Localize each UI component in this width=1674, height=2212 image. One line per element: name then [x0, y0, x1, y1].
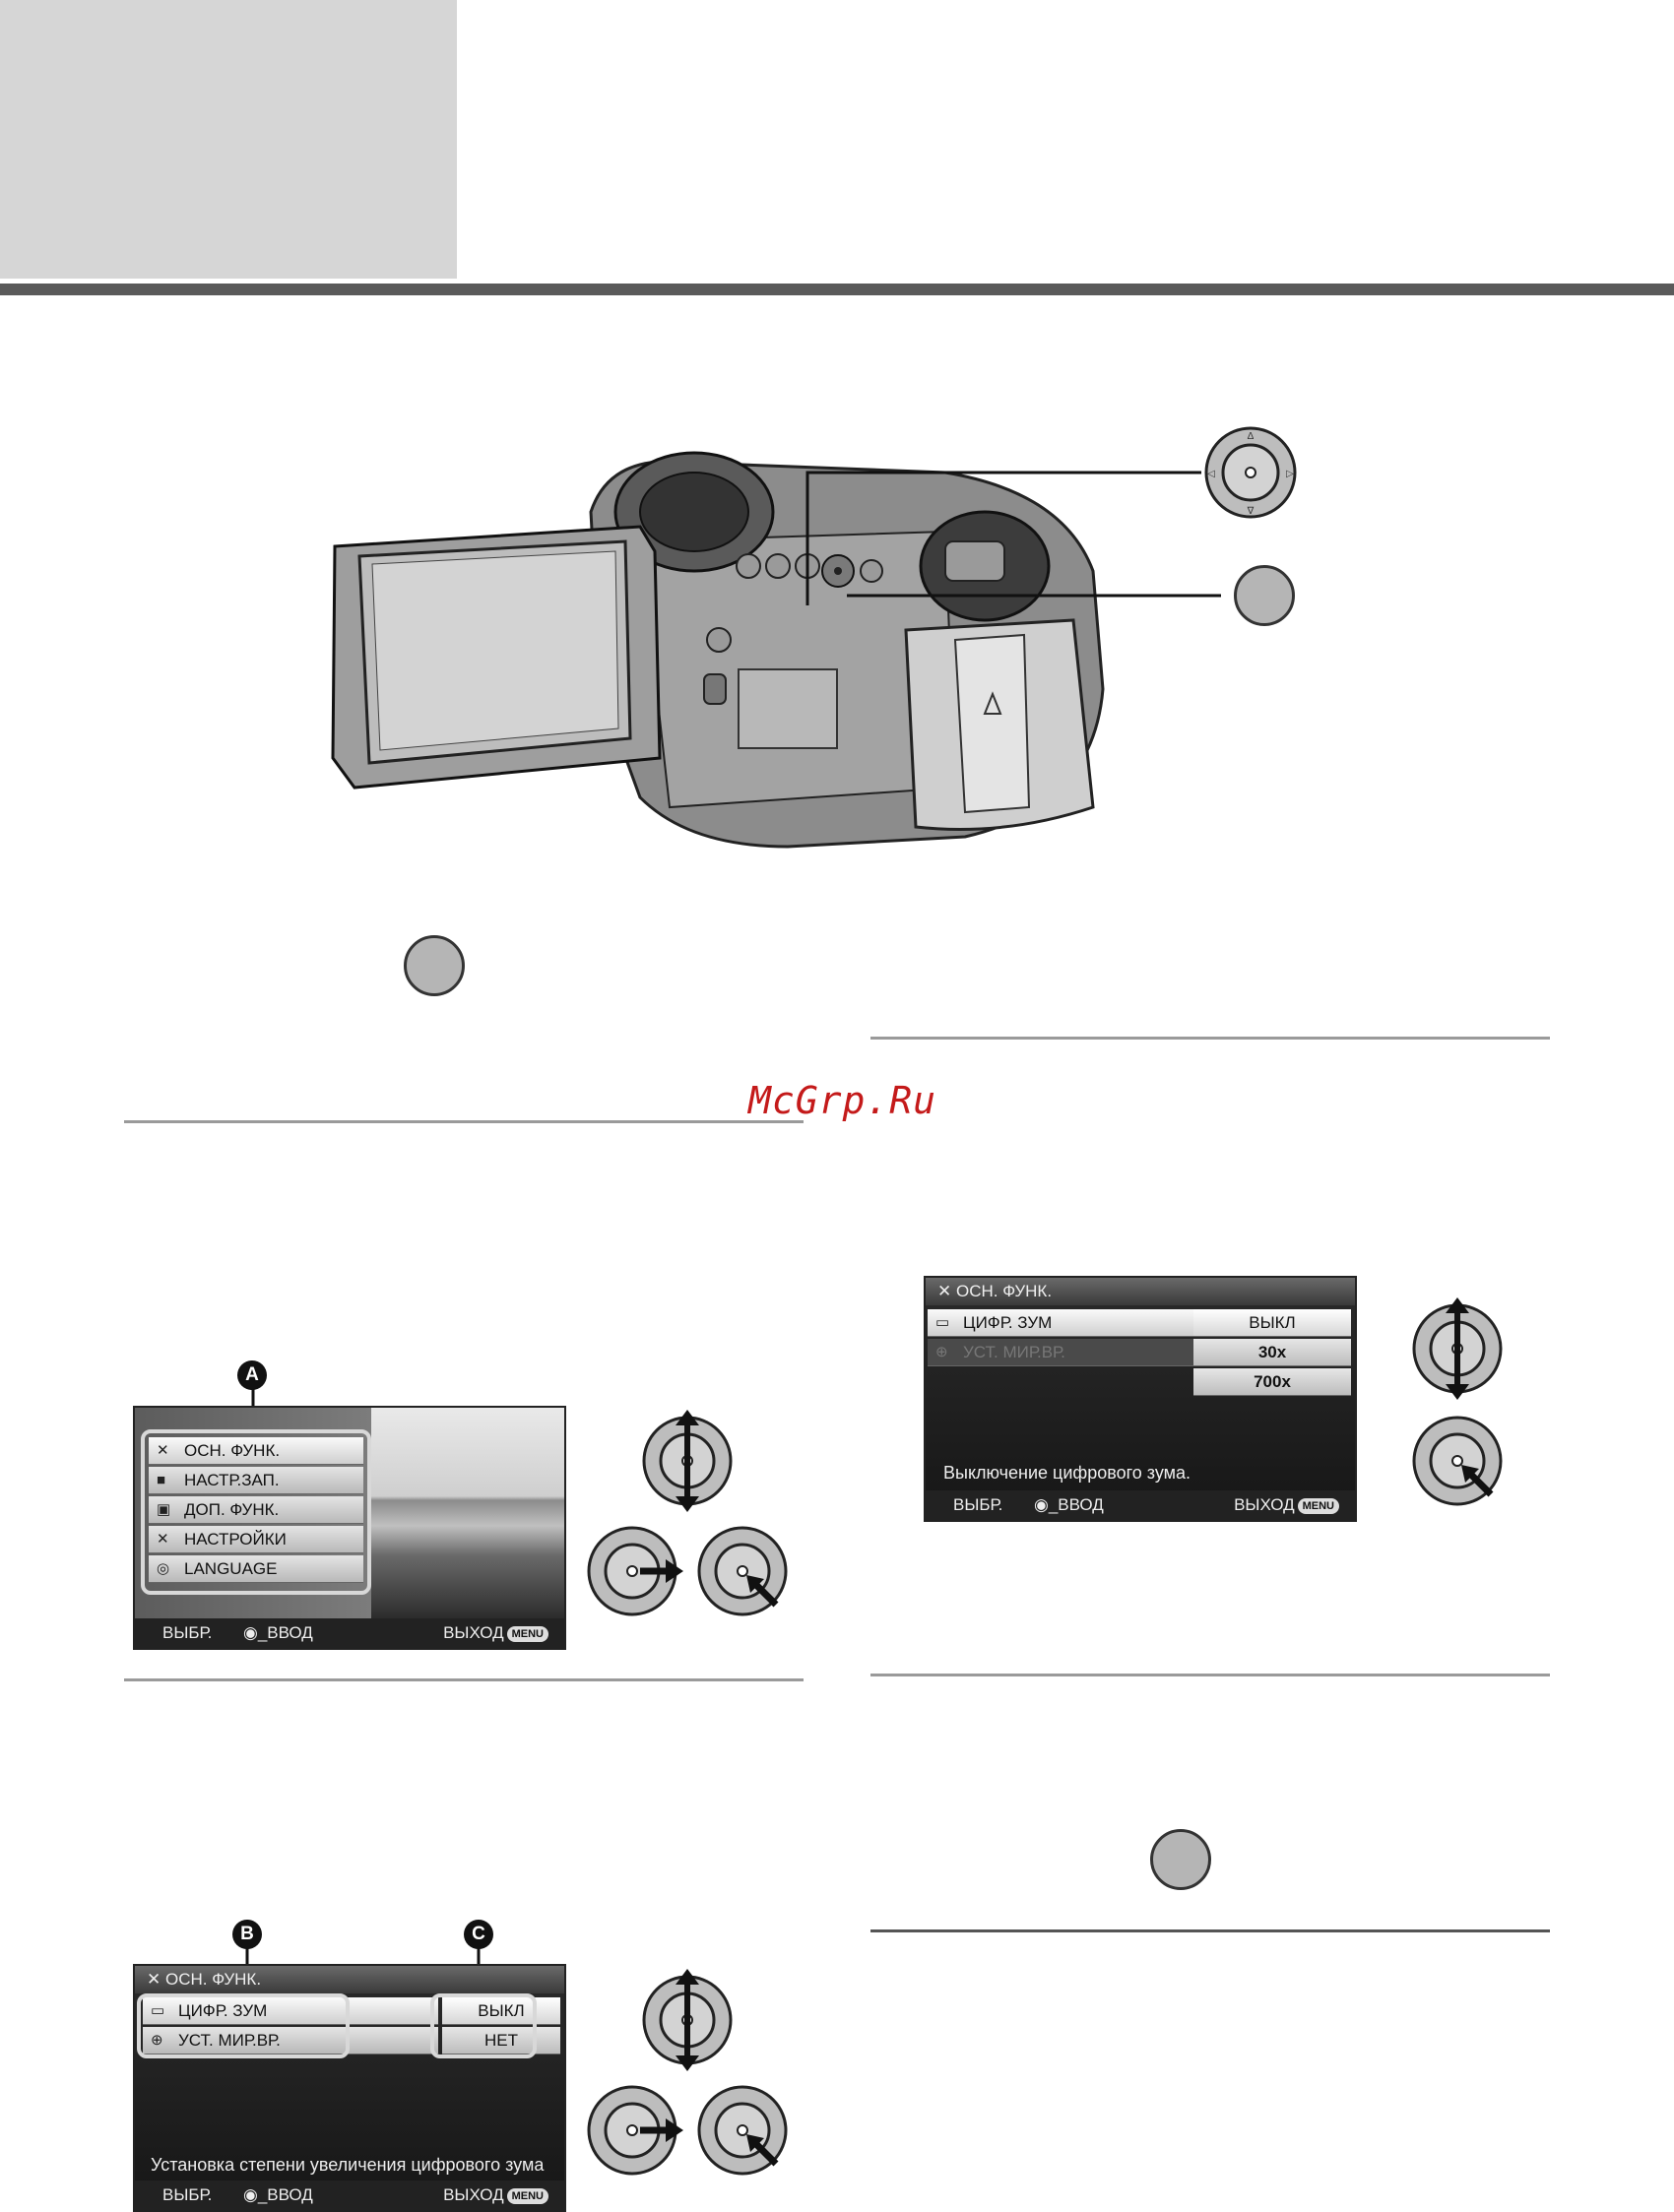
chapter-tab-block — [0, 0, 457, 279]
item-description: Выключение цифрового зума. — [943, 1463, 1191, 1483]
joystick-right-icon — [587, 1526, 683, 1616]
value-highlight-frame — [430, 1993, 537, 2058]
camcorder-illustration — [331, 451, 1105, 849]
digital-zoom-icon: ▭ — [151, 2002, 165, 2019]
enter-label: ◉_ВВОД — [1034, 1495, 1104, 1514]
menu-key-icon: MENU — [1297, 1497, 1339, 1514]
callout-badge-c: C — [464, 1920, 493, 1949]
item-highlight-frame — [137, 1993, 350, 2058]
joystick-up-down-icon — [1412, 1297, 1503, 1400]
world-time-icon: ⊕ — [935, 1344, 948, 1360]
wrench-icon: ✕ — [937, 1282, 956, 1300]
menu-key-icon: MENU — [506, 1625, 548, 1642]
section-rule — [124, 1120, 804, 1123]
digital-zoom-icon: ▭ — [935, 1314, 950, 1331]
camera-icon: ■ — [157, 1472, 166, 1488]
tools-icon: ✕ — [157, 1531, 169, 1548]
enter-label: ◉_ВВОД — [243, 1623, 313, 1642]
film-icon: ▣ — [157, 1501, 171, 1518]
wrench-icon: ✕ — [157, 1442, 169, 1459]
menu-button-icon — [1150, 1829, 1211, 1890]
world-time-icon: ⊕ — [151, 2032, 163, 2049]
lcd-screen-top-menu: ✕ОСН. ФУНК. ■НАСТР.ЗАП. ▣ДОП. ФУНК. ✕НАС… — [133, 1406, 566, 1650]
scenery-photo — [371, 1408, 564, 1618]
menu-highlight-frame — [141, 1429, 371, 1595]
zoom-option-off[interactable]: ВЫКЛ — [1193, 1309, 1351, 1337]
joystick-press-icon — [697, 1526, 788, 1616]
joystick-press-icon — [1412, 1416, 1503, 1506]
menu-item-digital-zoom[interactable]: ▭ЦИФР. ЗУМ — [928, 1309, 1213, 1337]
svg-text:◁: ◁ — [1207, 469, 1215, 479]
joystick-up-down-icon — [642, 1410, 733, 1512]
callout-lines — [805, 471, 1221, 605]
zoom-option-700x[interactable]: 700x — [1193, 1368, 1351, 1396]
value-digital-zoom: ВЫКЛ — [442, 1997, 560, 2025]
section-rule — [870, 1037, 1550, 1040]
menu-item-advanced[interactable]: ▣ДОП. ФУНК. — [149, 1496, 363, 1524]
menu-item-basic[interactable]: ✕ОСН. ФУНК. — [149, 1437, 363, 1465]
value-world-time: НЕТ — [442, 2027, 560, 2054]
wrench-icon: ✕ — [147, 1970, 165, 1989]
menu-item-settings[interactable]: ✕НАСТРОЙКИ — [149, 1526, 363, 1553]
watermark: McGrp.Ru — [748, 1079, 937, 1122]
language-icon: ◎ — [157, 1560, 170, 1577]
lcd-screen-basic-menu: ✕ ОСН. ФУНК. ▭ЦИФР. ЗУМ ⊕УСТ. МИР.ВР. ВЫ… — [133, 1964, 566, 2212]
header-rule — [0, 284, 1674, 295]
menu-button-icon — [404, 935, 465, 996]
svg-text:∇: ∇ — [1247, 506, 1255, 517]
enter-label: ◉_ВВОД — [243, 2185, 313, 2204]
lcd-screen-zoom-options: ✕ ОСН. ФУНК. ▭ЦИФР. ЗУМ ⊕УСТ. МИР.ВР. ВЫ… — [924, 1276, 1357, 1522]
svg-text:Δ: Δ — [1248, 431, 1255, 442]
joystick-icon: Δ ∇ ◁ ▷ — [1204, 426, 1297, 519]
menu-item-language[interactable]: ◎LANGUAGE — [149, 1555, 363, 1583]
section-rule — [870, 1929, 1550, 1932]
section-rule — [870, 1674, 1550, 1676]
callout-badge-a: A — [237, 1360, 267, 1390]
menu-button-icon — [1234, 565, 1295, 626]
menu-key-icon: MENU — [506, 2187, 548, 2204]
joystick-right-icon — [587, 2085, 683, 2176]
joystick-up-down-icon — [642, 1969, 733, 2071]
joystick-press-icon — [697, 2085, 788, 2176]
callout-badge-b: B — [232, 1920, 262, 1949]
menu-item-digital-zoom[interactable]: ▭ЦИФР. ЗУМ — [143, 1997, 438, 2025]
menu-item-record-setup[interactable]: ■НАСТР.ЗАП. — [149, 1467, 363, 1494]
section-rule — [124, 1678, 804, 1681]
menu-item-world-time[interactable]: ⊕УСТ. МИР.ВР. — [143, 2027, 438, 2054]
menu-item-world-time[interactable]: ⊕УСТ. МИР.ВР. — [928, 1339, 1213, 1366]
item-description: Установка степени увеличения цифрового з… — [151, 2155, 545, 2175]
svg-text:▷: ▷ — [1286, 469, 1294, 479]
zoom-option-30x[interactable]: 30x — [1193, 1339, 1351, 1366]
